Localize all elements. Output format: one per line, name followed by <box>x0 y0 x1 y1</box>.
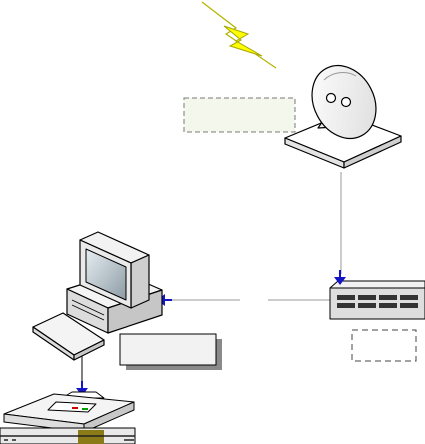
arrow-into-hub <box>334 270 346 285</box>
printer-icon <box>0 391 136 444</box>
dish-label-box <box>183 97 296 133</box>
connectors <box>172 172 342 301</box>
arrows <box>76 270 346 396</box>
arrow-into-printer <box>76 356 88 396</box>
lightning-signal-icon <box>201 1 277 69</box>
satellite-dish-icon <box>284 65 402 169</box>
network-switch-icon <box>329 280 425 320</box>
computer-label-box <box>119 333 222 370</box>
hub-label-box <box>351 329 417 362</box>
desktop-computer-icon <box>32 231 163 361</box>
